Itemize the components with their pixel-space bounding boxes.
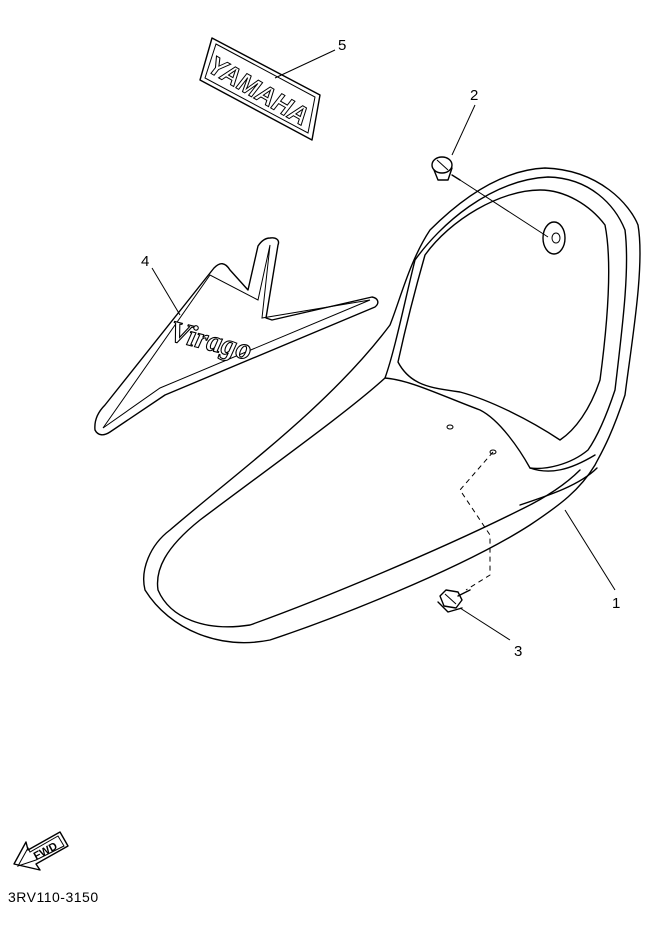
- diagram-code: 3RV110-3150: [8, 889, 99, 905]
- mount-guide-dashed: [459, 451, 494, 591]
- leader-line-4: [151, 267, 181, 316]
- callout-number-3: 3: [514, 643, 522, 660]
- screw-icon: [431, 156, 461, 181]
- leader-line-2-top: [451, 104, 476, 156]
- leader-line-3: [459, 607, 511, 641]
- seat-illustration: [143, 167, 641, 644]
- callout-number-2: 2: [470, 87, 478, 104]
- virago-emblem-text: Virago: [166, 315, 255, 367]
- leader-line-5: [274, 49, 336, 79]
- forward-arrow-icon: FWD: [13, 831, 69, 871]
- yamaha-emblem: YAMAHA: [199, 37, 321, 141]
- callout-number-4: 4: [141, 253, 149, 270]
- callout-number-1: 1: [612, 595, 620, 612]
- leader-line-1: [564, 509, 616, 591]
- callout-number-5: 5: [338, 37, 346, 54]
- bolt-icon: [437, 589, 471, 613]
- virago-emblem: Virago: [94, 237, 379, 436]
- leader-line-2-mount: [459, 179, 549, 238]
